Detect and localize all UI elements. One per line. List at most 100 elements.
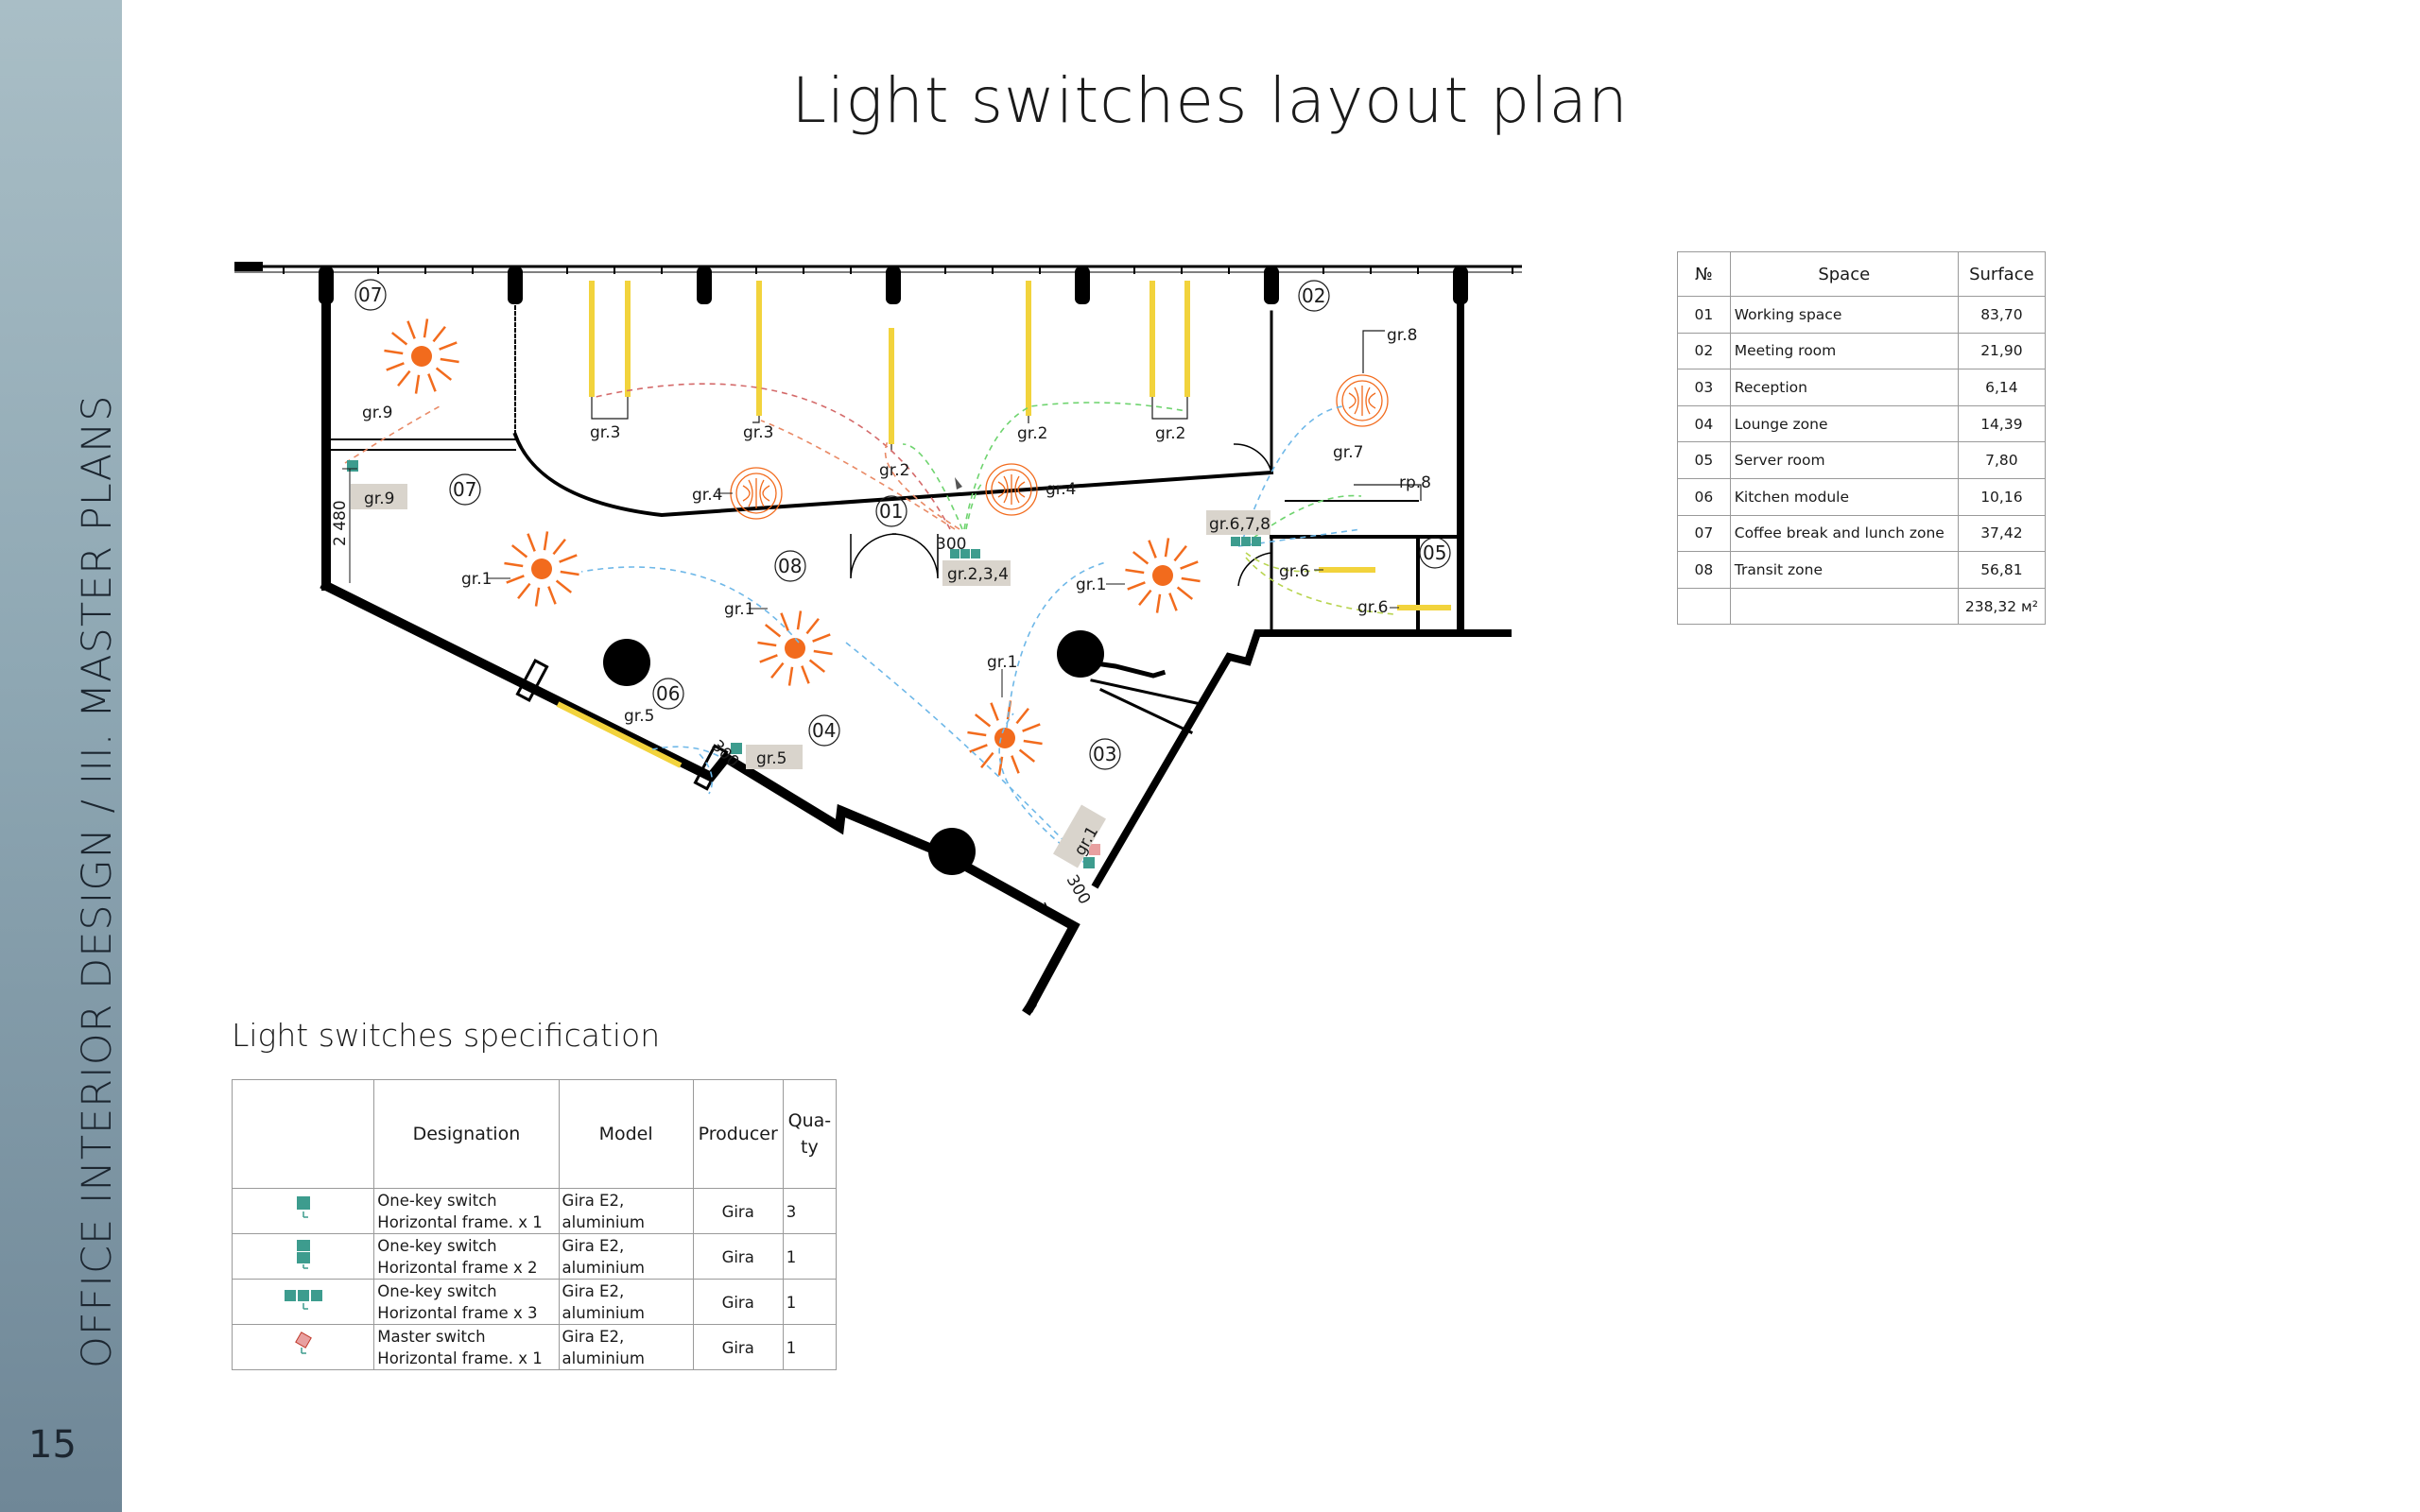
room-numbers: 07 02 07 01 08 05 06 04 03 <box>358 284 1446 765</box>
producer: Gira <box>692 1324 784 1370</box>
label-gr2a: gr.2 <box>879 461 909 480</box>
quantity: 1 <box>782 1279 838 1325</box>
height-mark-3: 300 <box>1063 872 1095 908</box>
space-num: 01 <box>1677 296 1731 334</box>
total-surface: 238,32 м² <box>1957 587 2047 626</box>
label-gr4b: gr.4 <box>1046 480 1076 499</box>
room-04: 04 <box>812 719 836 742</box>
room-01: 01 <box>879 500 903 523</box>
doors <box>850 443 1272 927</box>
page-number: 15 <box>28 1423 77 1467</box>
room-08: 08 <box>778 555 802 577</box>
model-line-2: aluminium <box>562 1349 645 1367</box>
fixture-brackets <box>591 330 1422 501</box>
tag-gr5: gr.5 <box>756 749 786 768</box>
space-num: 06 <box>1677 477 1731 516</box>
sidebar-title: OFFICE INTERIOR DESIGN / III. MASTER PLA… <box>74 394 121 1368</box>
spec-header-model: Model <box>558 1079 694 1189</box>
designation-line-1: One-key switch <box>377 1237 497 1255</box>
pendant-lamp-icon <box>1125 538 1201 613</box>
label-gr3b: gr.3 <box>743 423 773 442</box>
sidebar: OFFICE INTERIOR DESIGN / III. MASTER PLA… <box>0 0 122 1512</box>
page-title: Light switches layout plan <box>791 64 1629 137</box>
switch-tags <box>351 484 1270 868</box>
model-line-1: Gira E2, <box>562 1328 625 1346</box>
label-gr1d: gr.1 <box>1076 576 1106 594</box>
switches <box>347 460 1261 868</box>
columns <box>319 266 1468 304</box>
dimension-label: 2 480 <box>331 500 350 546</box>
space-surface: 83,70 <box>1957 296 2047 334</box>
label-gr3a: gr.3 <box>590 423 620 442</box>
label-gr7: gr.7 <box>1333 443 1363 462</box>
tag-gr234: gr.2,3,4 <box>947 565 1009 584</box>
room-06: 06 <box>656 682 680 705</box>
quantity: 1 <box>782 1233 838 1280</box>
walls <box>320 296 1512 1016</box>
designation-line-2: Horizontal frame x 3 <box>377 1304 538 1322</box>
model-line-2: aluminium <box>562 1259 645 1277</box>
group-labels: gr.9 gr.3 gr.3 gr.2 gr.2 gr.2 gr.4 gr.4 … <box>362 326 1431 726</box>
pendant-lamp-icon <box>504 531 579 607</box>
designation-line-1: One-key switch <box>377 1192 497 1210</box>
space-surface: 21,90 <box>1957 332 2047 370</box>
designation-line-2: Horizontal frame. x 1 <box>377 1213 543 1231</box>
space-surface: 14,39 <box>1957 404 2047 443</box>
room-number-circles <box>354 279 1451 770</box>
space-name: Working space <box>1729 296 1959 334</box>
space-num: 02 <box>1677 332 1731 370</box>
space-surface: 37,42 <box>1957 514 2047 553</box>
one-key-switch-x3-icon <box>231 1279 375 1325</box>
label-gr9: gr.9 <box>362 404 392 422</box>
height-mark-2: 300 <box>707 736 742 771</box>
space-surface: 56,81 <box>1957 551 2047 589</box>
label-gr2c: gr.2 <box>1155 424 1185 443</box>
space-surface: 10,16 <box>1957 477 2047 516</box>
label-gr6a: gr.6 <box>1279 562 1309 581</box>
specification-table: Designation Model Producer Qua-ty One-ke… <box>231 1079 838 1370</box>
pendant-lamp-icon <box>967 700 1043 776</box>
space-name: Coffee break and lunch zone <box>1729 514 1959 553</box>
producer: Gira <box>692 1279 784 1325</box>
space-surface: 7,80 <box>1957 441 2047 479</box>
space-name: Kitchen module <box>1729 477 1959 516</box>
total-row: 238,32 м² <box>1677 587 2047 626</box>
label-gr8: gr.8 <box>1387 326 1417 345</box>
quantity: 3 <box>782 1188 838 1234</box>
space-name: Server room <box>1729 441 1959 479</box>
label-leaders <box>488 489 1399 697</box>
model-line-2: aluminium <box>562 1304 645 1322</box>
designation-line-1: Master switch <box>377 1328 486 1346</box>
model-line-1: Gira E2, <box>562 1192 625 1210</box>
spec-header-designation: Designation <box>373 1079 560 1189</box>
producer: Gira <box>692 1233 784 1280</box>
specification-title: Light switches specification <box>232 1017 661 1054</box>
room-05: 05 <box>1423 541 1446 564</box>
space-name: Lounge zone <box>1729 404 1959 443</box>
model-line-2: aluminium <box>562 1213 645 1231</box>
one-key-switch-x2-icon <box>231 1233 375 1280</box>
pendant-lamps <box>384 318 1201 776</box>
tag-gr9: gr.9 <box>364 490 394 508</box>
space-surface: 6,14 <box>1957 369 2047 406</box>
designation-line-1: One-key switch <box>377 1282 497 1300</box>
linear-lights <box>556 281 1451 768</box>
pendant-lamp-icon <box>384 318 459 394</box>
label-gr1a: gr.1 <box>461 570 492 589</box>
label-rp8: rp.8 <box>1399 473 1431 492</box>
space-num: 04 <box>1677 404 1731 443</box>
master-switch-icon <box>231 1324 375 1370</box>
label-gr1b: gr.1 <box>724 600 754 619</box>
space-num: 08 <box>1677 551 1731 589</box>
room-02: 02 <box>1302 284 1325 307</box>
